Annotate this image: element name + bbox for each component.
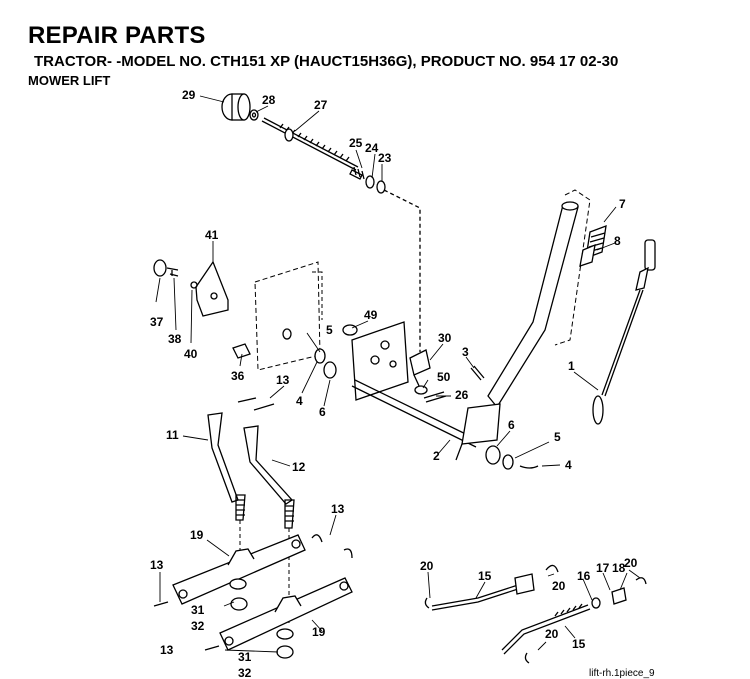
callout-20: 20 xyxy=(624,556,638,570)
callout-5: 5 xyxy=(326,323,333,337)
nut-part xyxy=(249,109,259,121)
callout-15: 15 xyxy=(572,637,586,651)
clip-part xyxy=(545,564,647,585)
washer-part xyxy=(502,454,514,470)
callout-36: 36 xyxy=(231,369,245,383)
callout-20: 20 xyxy=(552,579,566,593)
callout-labels: 29 28 27 25 24 23 41 7 8 37 38 40 36 5 4… xyxy=(150,88,638,677)
callout-19: 19 xyxy=(312,625,326,639)
lift-handle-part xyxy=(455,201,579,461)
callout-2: 2 xyxy=(433,449,440,463)
callout-12: 12 xyxy=(292,460,306,474)
handle-bracket-part xyxy=(195,260,229,317)
callout-25: 25 xyxy=(349,136,363,150)
link-rod-part xyxy=(424,573,535,611)
threaded-rod-part xyxy=(261,117,359,171)
switch-part xyxy=(409,349,431,389)
callout-41: 41 xyxy=(205,228,219,242)
washer-part xyxy=(414,385,428,395)
callout-32: 32 xyxy=(238,666,252,677)
callout-29: 29 xyxy=(182,88,196,102)
section-title: MOWER LIFT xyxy=(28,73,111,88)
lift-link-part xyxy=(243,425,295,529)
clip-part xyxy=(519,465,539,469)
callout-17: 17 xyxy=(596,561,610,575)
figure-id: lift-rh.1piece_9 xyxy=(589,668,655,679)
link-rod-part xyxy=(501,587,627,664)
callout-28: 28 xyxy=(262,93,276,107)
callout-4: 4 xyxy=(565,458,572,472)
callout-6: 6 xyxy=(508,418,515,432)
callout-31: 31 xyxy=(191,603,205,617)
screw-part xyxy=(166,267,179,277)
callout-24: 24 xyxy=(365,141,379,155)
washer-part xyxy=(229,578,247,590)
callout-6: 6 xyxy=(319,405,326,419)
callout-31: 31 xyxy=(238,650,252,664)
washer-part xyxy=(365,175,375,189)
callout-8: 8 xyxy=(614,234,621,248)
lift-arm-part xyxy=(219,577,353,651)
sleeve-part xyxy=(579,243,596,267)
knob-part xyxy=(153,259,167,277)
callout-37: 37 xyxy=(150,315,164,329)
callout-13: 13 xyxy=(150,558,164,572)
nut-part xyxy=(230,597,248,611)
bushing-part xyxy=(485,445,501,465)
spring-part xyxy=(349,166,365,180)
callout-26: 26 xyxy=(455,388,469,402)
lift-shaft-part xyxy=(351,379,481,448)
clip-part xyxy=(232,343,251,359)
callout-3: 3 xyxy=(462,345,469,359)
callout-7: 7 xyxy=(619,197,626,211)
callout-49: 49 xyxy=(364,308,378,322)
pivot-bracket-part xyxy=(351,321,409,401)
callout-50: 50 xyxy=(437,370,451,384)
callout-18: 18 xyxy=(612,561,626,575)
callout-5: 5 xyxy=(554,430,561,444)
washer-part xyxy=(314,348,326,364)
lift-arm-part xyxy=(172,534,306,605)
page-title: REPAIR PARTS xyxy=(28,22,206,49)
washer-part xyxy=(276,628,294,640)
callout-19: 19 xyxy=(190,528,204,542)
callout-23: 23 xyxy=(378,151,392,165)
bushing-part xyxy=(323,361,337,379)
callout-13: 13 xyxy=(276,373,290,387)
gauge-rod-part xyxy=(592,239,656,425)
clip-part xyxy=(423,391,447,403)
knob-part xyxy=(221,93,251,121)
lift-link-part xyxy=(207,412,246,521)
model-subtitle: TRACTOR- -MODEL NO. CTH151 XP (HAUCT15H3… xyxy=(34,53,619,70)
callout-38: 38 xyxy=(168,332,182,346)
nut-part xyxy=(376,180,386,194)
callout-13: 13 xyxy=(160,643,174,657)
callout-11: 11 xyxy=(166,428,179,442)
callout-4: 4 xyxy=(296,394,303,408)
pin-part xyxy=(470,365,485,381)
callout-1: 1 xyxy=(568,359,575,373)
callout-20: 20 xyxy=(545,627,559,641)
washer-part xyxy=(190,281,198,289)
callout-32: 32 xyxy=(191,619,205,633)
callout-20: 20 xyxy=(420,559,434,573)
callout-13: 13 xyxy=(331,502,345,516)
nut-part xyxy=(276,645,294,659)
callout-15: 15 xyxy=(478,569,492,583)
callout-40: 40 xyxy=(184,347,198,361)
callout-30: 30 xyxy=(438,331,452,345)
callout-16: 16 xyxy=(577,569,591,583)
clip-part xyxy=(237,397,275,411)
callout-27: 27 xyxy=(314,98,328,112)
clip-part xyxy=(153,534,353,651)
